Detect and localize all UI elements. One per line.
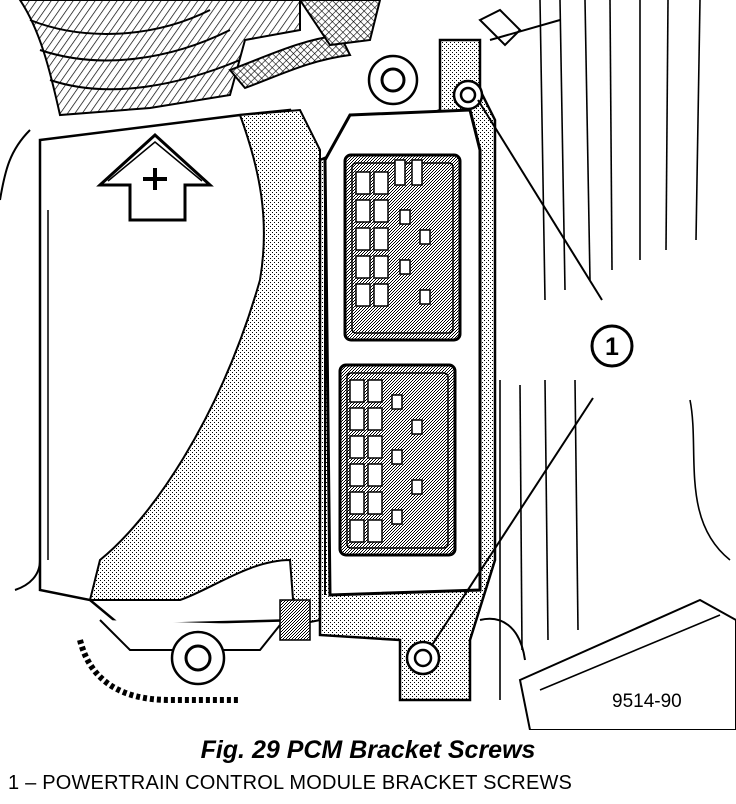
nut-top: [367, 54, 419, 106]
up-arrow-plus-icon: [96, 132, 214, 222]
figure-title: Fig. 29 PCM Bracket Screws: [200, 736, 536, 764]
nut-bottom-left: [170, 630, 226, 686]
callout-1: 1: [590, 324, 634, 368]
pcm-bracket-diagram: 1 9514-90: [0, 0, 736, 730]
bracket-screw-upper: [452, 79, 484, 111]
lower-left-wire: [77, 639, 240, 703]
bracket-screw-lower: [405, 640, 441, 676]
right-side-structure: [479, 0, 736, 730]
pcm-upper-connector: [343, 153, 462, 342]
upper-body-panel: [0, 0, 301, 201]
legend-text: POWERTRAIN CONTROL MODULE BRACKET SCREWS: [42, 772, 573, 794]
callout-1-number: 1: [605, 333, 619, 361]
pcm-lower-connector: [338, 363, 457, 557]
legend-item-1: 1 – POWERTRAIN CONTROL MODULE BRACKET SC…: [8, 772, 572, 795]
upper-wiring-loom: [228, 0, 561, 90]
legend-number: 1: [8, 772, 20, 794]
pcm-module: [323, 108, 482, 597]
figure-code: 9514-90: [612, 691, 682, 712]
junction-box: [14, 108, 321, 651]
legend-separator: –: [25, 772, 37, 794]
callout-leaders: [431, 99, 603, 646]
